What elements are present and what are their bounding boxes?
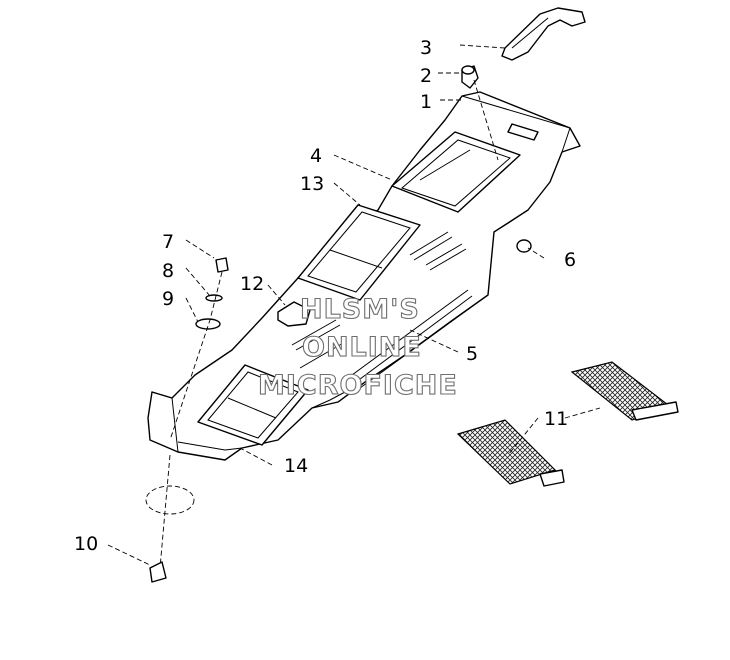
callout-14: 14 (284, 455, 308, 477)
watermark-line-2: ONLINE (302, 332, 422, 363)
callout-5: 5 (466, 343, 478, 365)
callout-3: 3 (420, 37, 432, 59)
callout-7: 7 (162, 231, 174, 253)
spacer-part-9 (195, 318, 221, 330)
traction-strips-part-11 (456, 361, 679, 487)
pad-part-12 (277, 301, 311, 327)
callout-11: 11 (544, 408, 568, 430)
fastener-part-2 (461, 65, 479, 89)
hardware-part-7 (215, 257, 229, 273)
callout-6: 6 (564, 249, 576, 271)
watermark-line-3: MICROFICHE (258, 370, 458, 401)
washer-part-8 (205, 294, 223, 302)
callout-1: 1 (420, 91, 432, 113)
grommet-part-6 (516, 239, 532, 253)
callout-labels: 3 2 1 4 13 7 6 8 12 9 5 11 14 10 (74, 37, 576, 555)
callout-4: 4 (310, 145, 322, 167)
callout-12: 12 (240, 273, 264, 295)
skid-plate (147, 91, 581, 461)
callout-9: 9 (162, 288, 174, 310)
callout-13: 13 (300, 173, 324, 195)
callout-8: 8 (162, 260, 174, 282)
callout-2: 2 (420, 65, 432, 87)
bracket-part-3 (501, 7, 586, 61)
watermark-line-1: HLSM'S (300, 294, 420, 325)
callout-10: 10 (74, 533, 98, 555)
watermark: HLSM'S ONLINE MICROFICHE (257, 293, 458, 401)
leader-lines (107, 44, 601, 566)
bolt-part-10 (145, 454, 195, 583)
